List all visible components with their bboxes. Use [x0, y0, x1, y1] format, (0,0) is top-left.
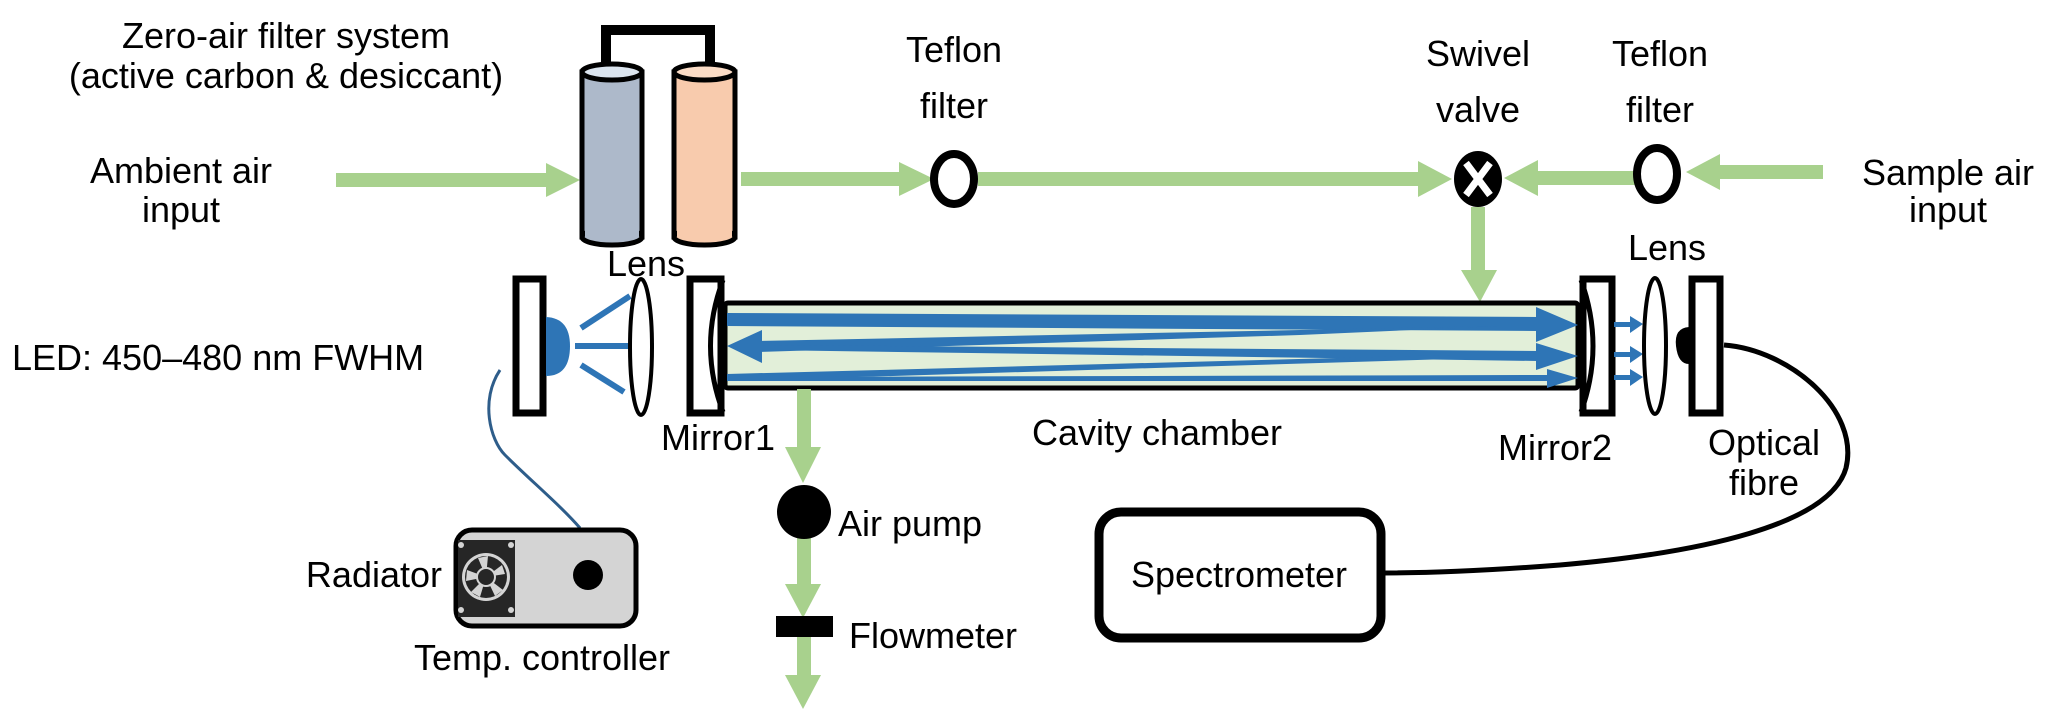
teflon2-to-swivel-arrow — [1504, 160, 1636, 196]
fibre-coupler — [1675, 275, 1724, 417]
teflon-filter-2-label-line2: filter — [1626, 89, 1694, 130]
teflon-filter-1-label-line2: filter — [920, 85, 988, 126]
controller-indicator-dot — [573, 560, 603, 590]
cavity-beams — [727, 307, 1578, 388]
desiccant-cylinder — [671, 61, 738, 248]
swivel-valve-x-in-circle-icon — [1454, 151, 1502, 207]
optical-fibre-label-line2: fibre — [1729, 462, 1799, 503]
spectrometer-label: Spectrometer — [1131, 554, 1347, 595]
swivel-valve-label-line2: valve — [1436, 89, 1520, 130]
ambient-air-label-line1: Ambient air — [90, 150, 272, 191]
flowmeter-block — [776, 616, 833, 637]
ambient-air-label-line2: input — [142, 189, 220, 230]
swivel-to-chamber-arrow — [1461, 207, 1497, 302]
teflon-to-swivel-arrow — [978, 161, 1452, 197]
output-beam-arrows — [1614, 316, 1643, 386]
air-pump-label: Air pump — [838, 503, 982, 544]
teflon-filter-2-ring-icon — [1633, 144, 1681, 204]
lens-right-label: Lens — [1628, 227, 1706, 268]
spectrometer-box — [1094, 507, 1386, 643]
active-carbon-cylinder — [579, 61, 645, 248]
ambient-air-arrow — [336, 163, 580, 197]
mirror2-label: Mirror2 — [1498, 427, 1612, 468]
teflon-filter-2-label-line1: Teflon — [1612, 33, 1708, 74]
flowmeter-label: Flowmeter — [849, 615, 1017, 656]
zero-air-filter-label-line2: (active carbon & desiccant) — [69, 55, 503, 96]
teflon-filter-1-ring-icon — [930, 150, 978, 208]
lens-left — [628, 277, 654, 417]
lens-right — [1642, 276, 1668, 416]
radiator-fan-icon — [458, 540, 515, 617]
cavity-chamber-label: Cavity chamber — [1032, 412, 1282, 453]
sample-air-label-line2: input — [1909, 189, 1987, 230]
temp-controller-label: Temp. controller — [414, 637, 670, 678]
air-pump-filled-circle-icon — [777, 485, 831, 539]
zero-air-filter-system — [579, 25, 738, 248]
lens-left-label: Lens — [607, 243, 685, 284]
led-label: LED: 450–480 nm FWHM — [12, 337, 424, 378]
temp-controller — [453, 527, 639, 629]
zero-air-filter-label-line1: Zero-air filter system — [122, 15, 450, 56]
sample-air-arrow — [1686, 154, 1823, 190]
filter-connector-bracket — [601, 25, 715, 75]
optical-fibre-cable — [1382, 342, 1851, 576]
exhaust-flow-line — [785, 389, 821, 709]
optical-fibre-label-line1: Optical — [1708, 422, 1820, 463]
mirror-2 — [1578, 275, 1616, 417]
mirror-1 — [686, 275, 726, 417]
zero-air-to-teflon-arrow — [741, 162, 934, 196]
radiator-label: Radiator — [306, 554, 442, 595]
sample-air-label-line1: Sample air — [1862, 152, 2034, 193]
led-source — [512, 275, 570, 417]
mirror1-label: Mirror1 — [661, 417, 775, 458]
teflon-filter-1-label-line1: Teflon — [906, 29, 1002, 70]
swivel-valve-label-line1: Swivel — [1426, 33, 1530, 74]
led-power-wire — [487, 369, 582, 529]
